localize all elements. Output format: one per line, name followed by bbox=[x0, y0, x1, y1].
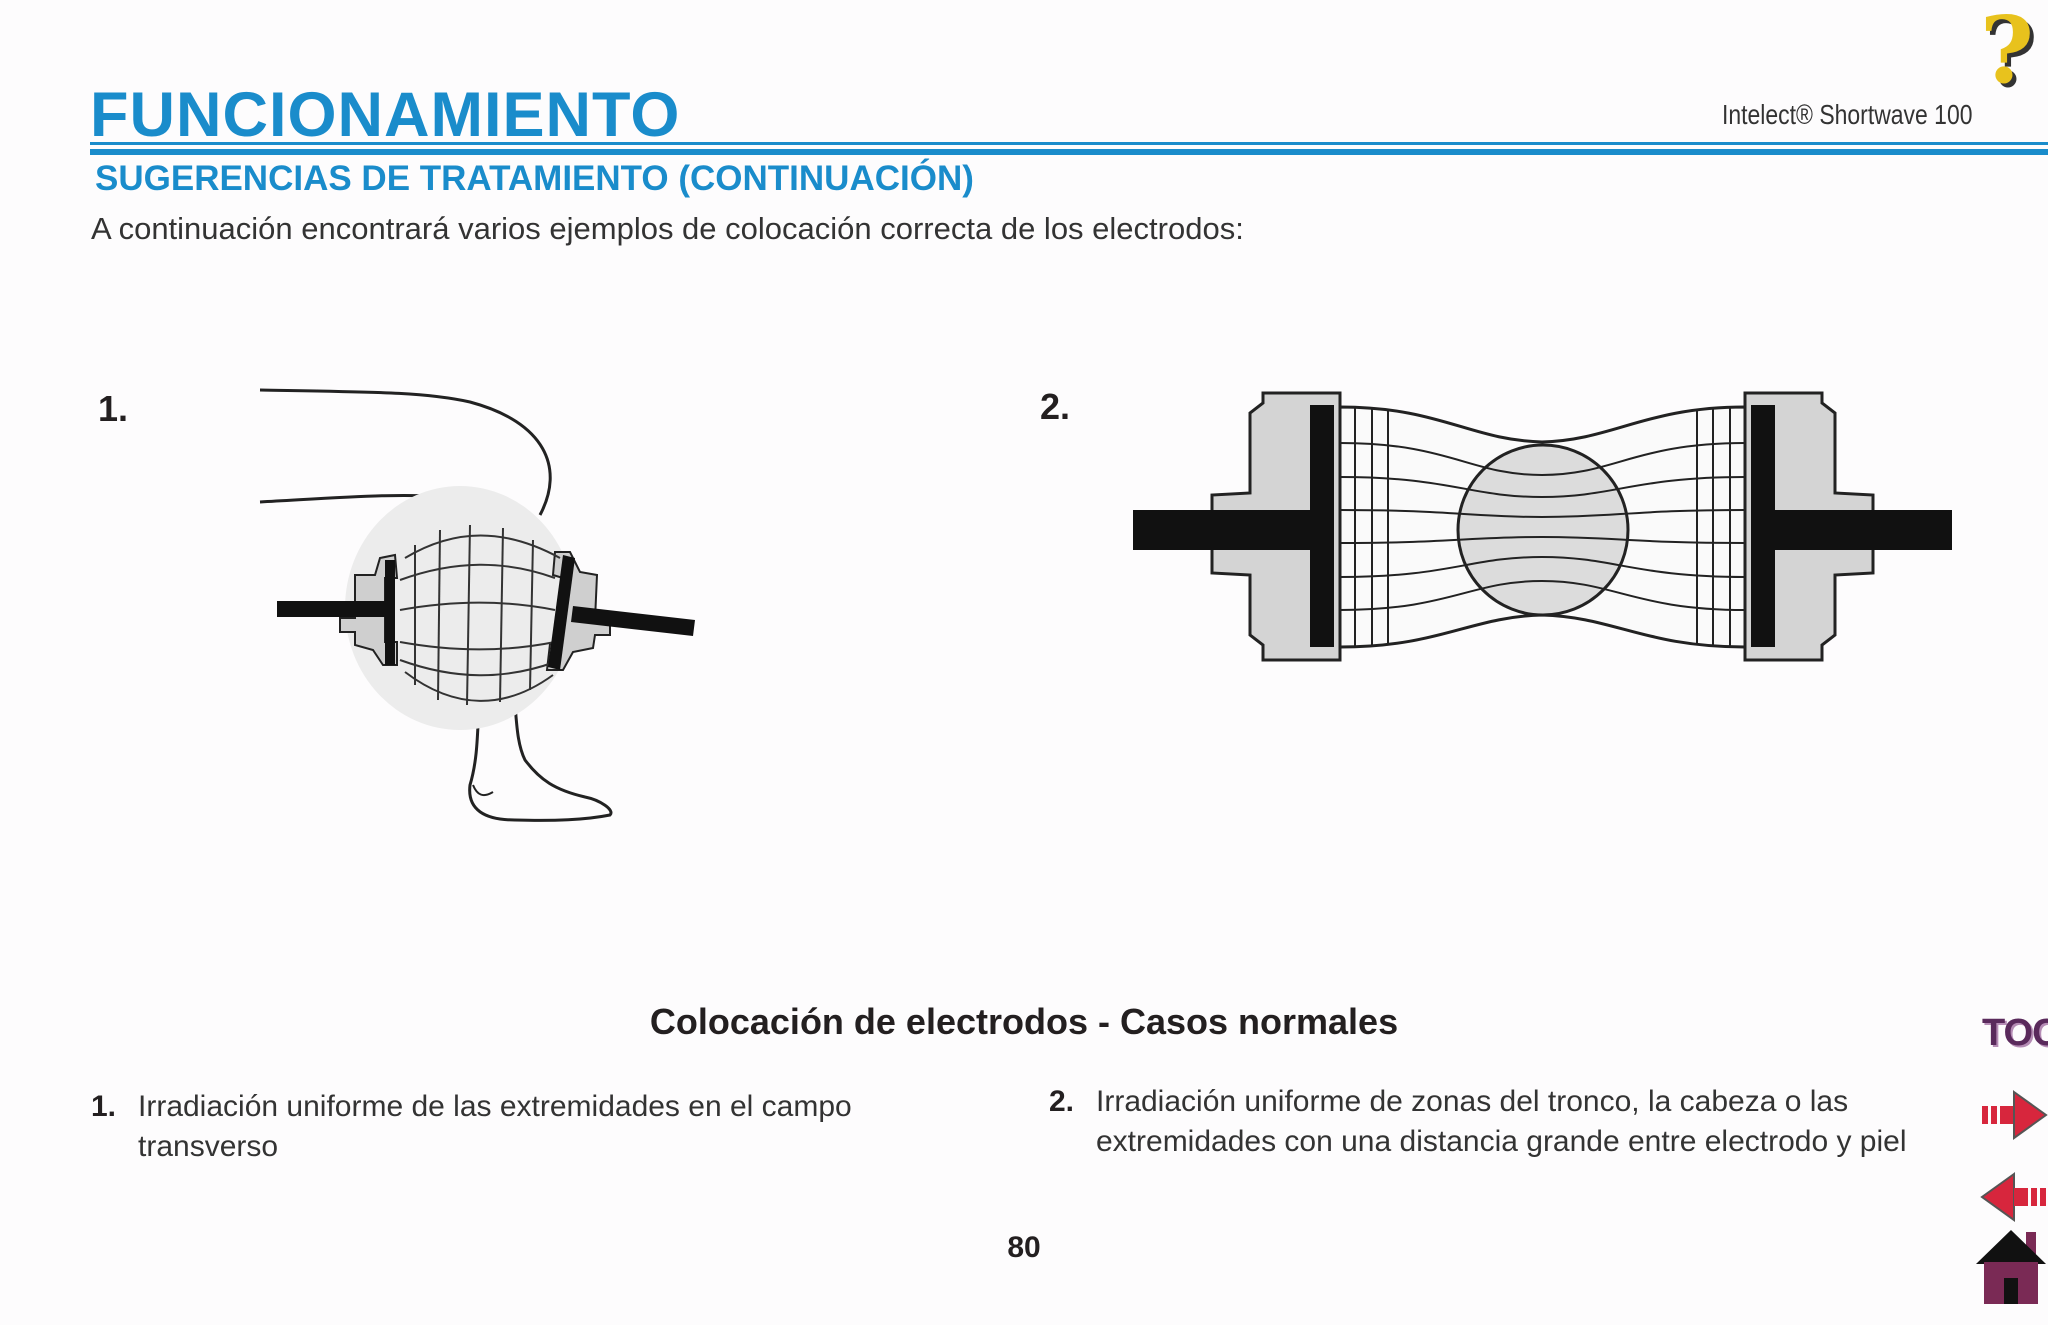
help-icon[interactable]: ? bbox=[1980, 0, 2034, 104]
list-item-number: 2. bbox=[1049, 1085, 1075, 1118]
list-item: 2. Irradiación uniforme de zonas del tro… bbox=[1049, 1082, 1949, 1166]
intro-text: A continuación encontrará varios ejemplo… bbox=[91, 211, 1244, 246]
figure-caption: Colocación de electrodos - Casos normale… bbox=[649, 1001, 1399, 1042]
section-title: FUNCIONAMIENTO bbox=[90, 80, 681, 150]
figure-1-number: 1. bbox=[98, 388, 129, 429]
arrow-right-icon[interactable] bbox=[1980, 1088, 2048, 1144]
header-rule-thick bbox=[90, 149, 2048, 155]
product-name: Intelect® Shortwave 100 bbox=[1722, 99, 1973, 130]
figure-2-number: 2. bbox=[1040, 386, 1071, 427]
page-number: 80 bbox=[1007, 1231, 1041, 1264]
arrow-left-icon[interactable] bbox=[1980, 1170, 2048, 1226]
figure-2-electrodes-distance bbox=[1133, 391, 1952, 662]
list-item-text: Irradiación uniforme de las extremidades… bbox=[138, 1090, 852, 1163]
list-item: 1. Irradiación uniforme de las extremida… bbox=[91, 1087, 911, 1171]
figure-1-leg-electrodes bbox=[259, 388, 695, 822]
header-rule-thin bbox=[90, 142, 2048, 145]
home-icon[interactable] bbox=[1974, 1228, 2048, 1308]
toc-button[interactable]: TOC bbox=[1982, 1012, 2048, 1054]
list-item-text: Irradiación uniforme de zonas del tronco… bbox=[1096, 1085, 1907, 1158]
list-item-number: 1. bbox=[91, 1090, 117, 1123]
page-subtitle: SUGERENCIAS DE TRATAMIENTO (CONTINUACIÓN… bbox=[95, 159, 974, 198]
